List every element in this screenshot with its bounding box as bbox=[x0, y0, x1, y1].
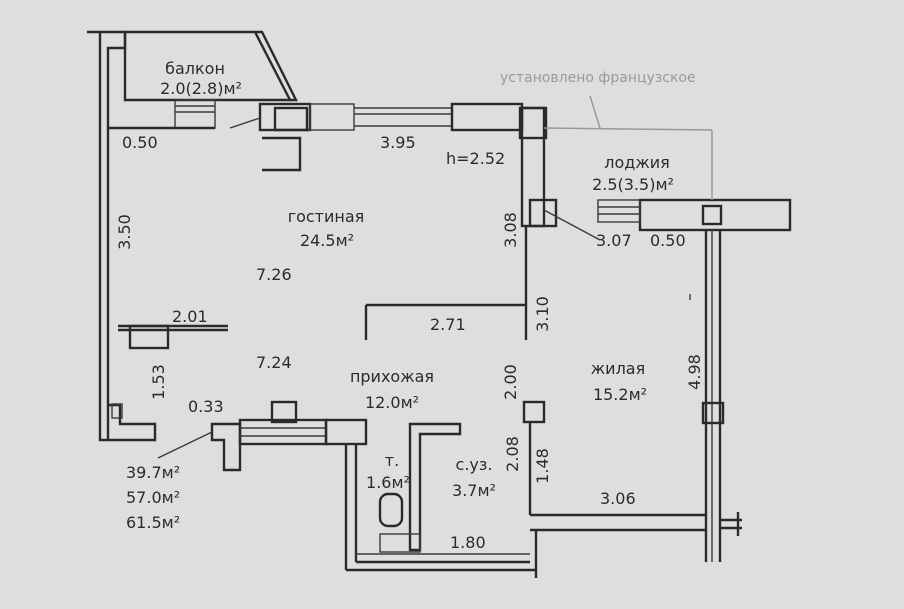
dim-0-50-right: 0.50 bbox=[650, 231, 686, 250]
balcony-outline bbox=[123, 30, 298, 129]
dim-3-08: 3.08 bbox=[501, 212, 520, 248]
total-area-1: 39.7м² bbox=[126, 463, 180, 482]
hall-bedroom-partition bbox=[522, 400, 706, 578]
dim-2-71: 2.71 bbox=[430, 315, 466, 334]
dim-2-08: 2.08 bbox=[503, 436, 522, 472]
living-room-name: гостиная bbox=[288, 207, 365, 226]
bathroom-area: 3.7м² bbox=[452, 481, 496, 500]
loggia-name: лоджия bbox=[604, 153, 670, 172]
living-stub-walls bbox=[118, 324, 228, 350]
bedroom-area: 15.2м² bbox=[593, 385, 647, 404]
dim-7-26: 7.26 bbox=[256, 265, 292, 284]
dim-3-10: 3.10 bbox=[533, 296, 552, 332]
balcony-name: балкон bbox=[165, 59, 225, 78]
dim-0-50-left: 0.50 bbox=[122, 133, 158, 152]
total-area-3: 61.5м² bbox=[126, 513, 180, 532]
loggia-area: 2.5(3.5)м² bbox=[592, 175, 674, 194]
dim-3-07: 3.07 bbox=[596, 231, 632, 250]
right-exterior-wall bbox=[543, 127, 792, 562]
hall-area: 12.0м² bbox=[365, 393, 419, 412]
toilet-bowl-icon bbox=[378, 492, 404, 528]
dim-1-53: 1.53 bbox=[149, 364, 168, 400]
totals-leader-line bbox=[157, 431, 213, 459]
toilet-name: т. bbox=[385, 451, 399, 470]
dim-1-80: 1.80 bbox=[450, 533, 486, 552]
dim-3-06: 3.06 bbox=[600, 489, 636, 508]
dim-3-50: 3.50 bbox=[115, 214, 134, 250]
bathroom-block bbox=[344, 422, 536, 572]
note-leader-line bbox=[589, 95, 601, 129]
window-note: установлено французское bbox=[500, 70, 696, 86]
balcony-area: 2.0(2.8)м² bbox=[160, 79, 242, 98]
dim-0-33: 0.33 bbox=[188, 397, 224, 416]
living-room-area: 24.5м² bbox=[300, 231, 354, 250]
bedroom-name: жилая bbox=[591, 359, 645, 378]
hall-name: прихожая bbox=[350, 367, 434, 386]
toilet-area: 1.6м² bbox=[366, 473, 410, 492]
central-partition bbox=[364, 106, 601, 340]
dim-1-48: 1.48 bbox=[533, 448, 552, 484]
ceiling-height: h=2.52 bbox=[446, 149, 505, 168]
total-area-2: 57.0м² bbox=[126, 488, 180, 507]
dim-3-95: 3.95 bbox=[380, 133, 416, 152]
dim-4-98: 4.98 bbox=[685, 354, 704, 390]
dim-2-01: 2.01 bbox=[172, 307, 208, 326]
dim-7-24: 7.24 bbox=[256, 353, 292, 372]
dim-2-00: 2.00 bbox=[501, 364, 520, 400]
bathroom-name: с.уз. bbox=[456, 455, 493, 474]
